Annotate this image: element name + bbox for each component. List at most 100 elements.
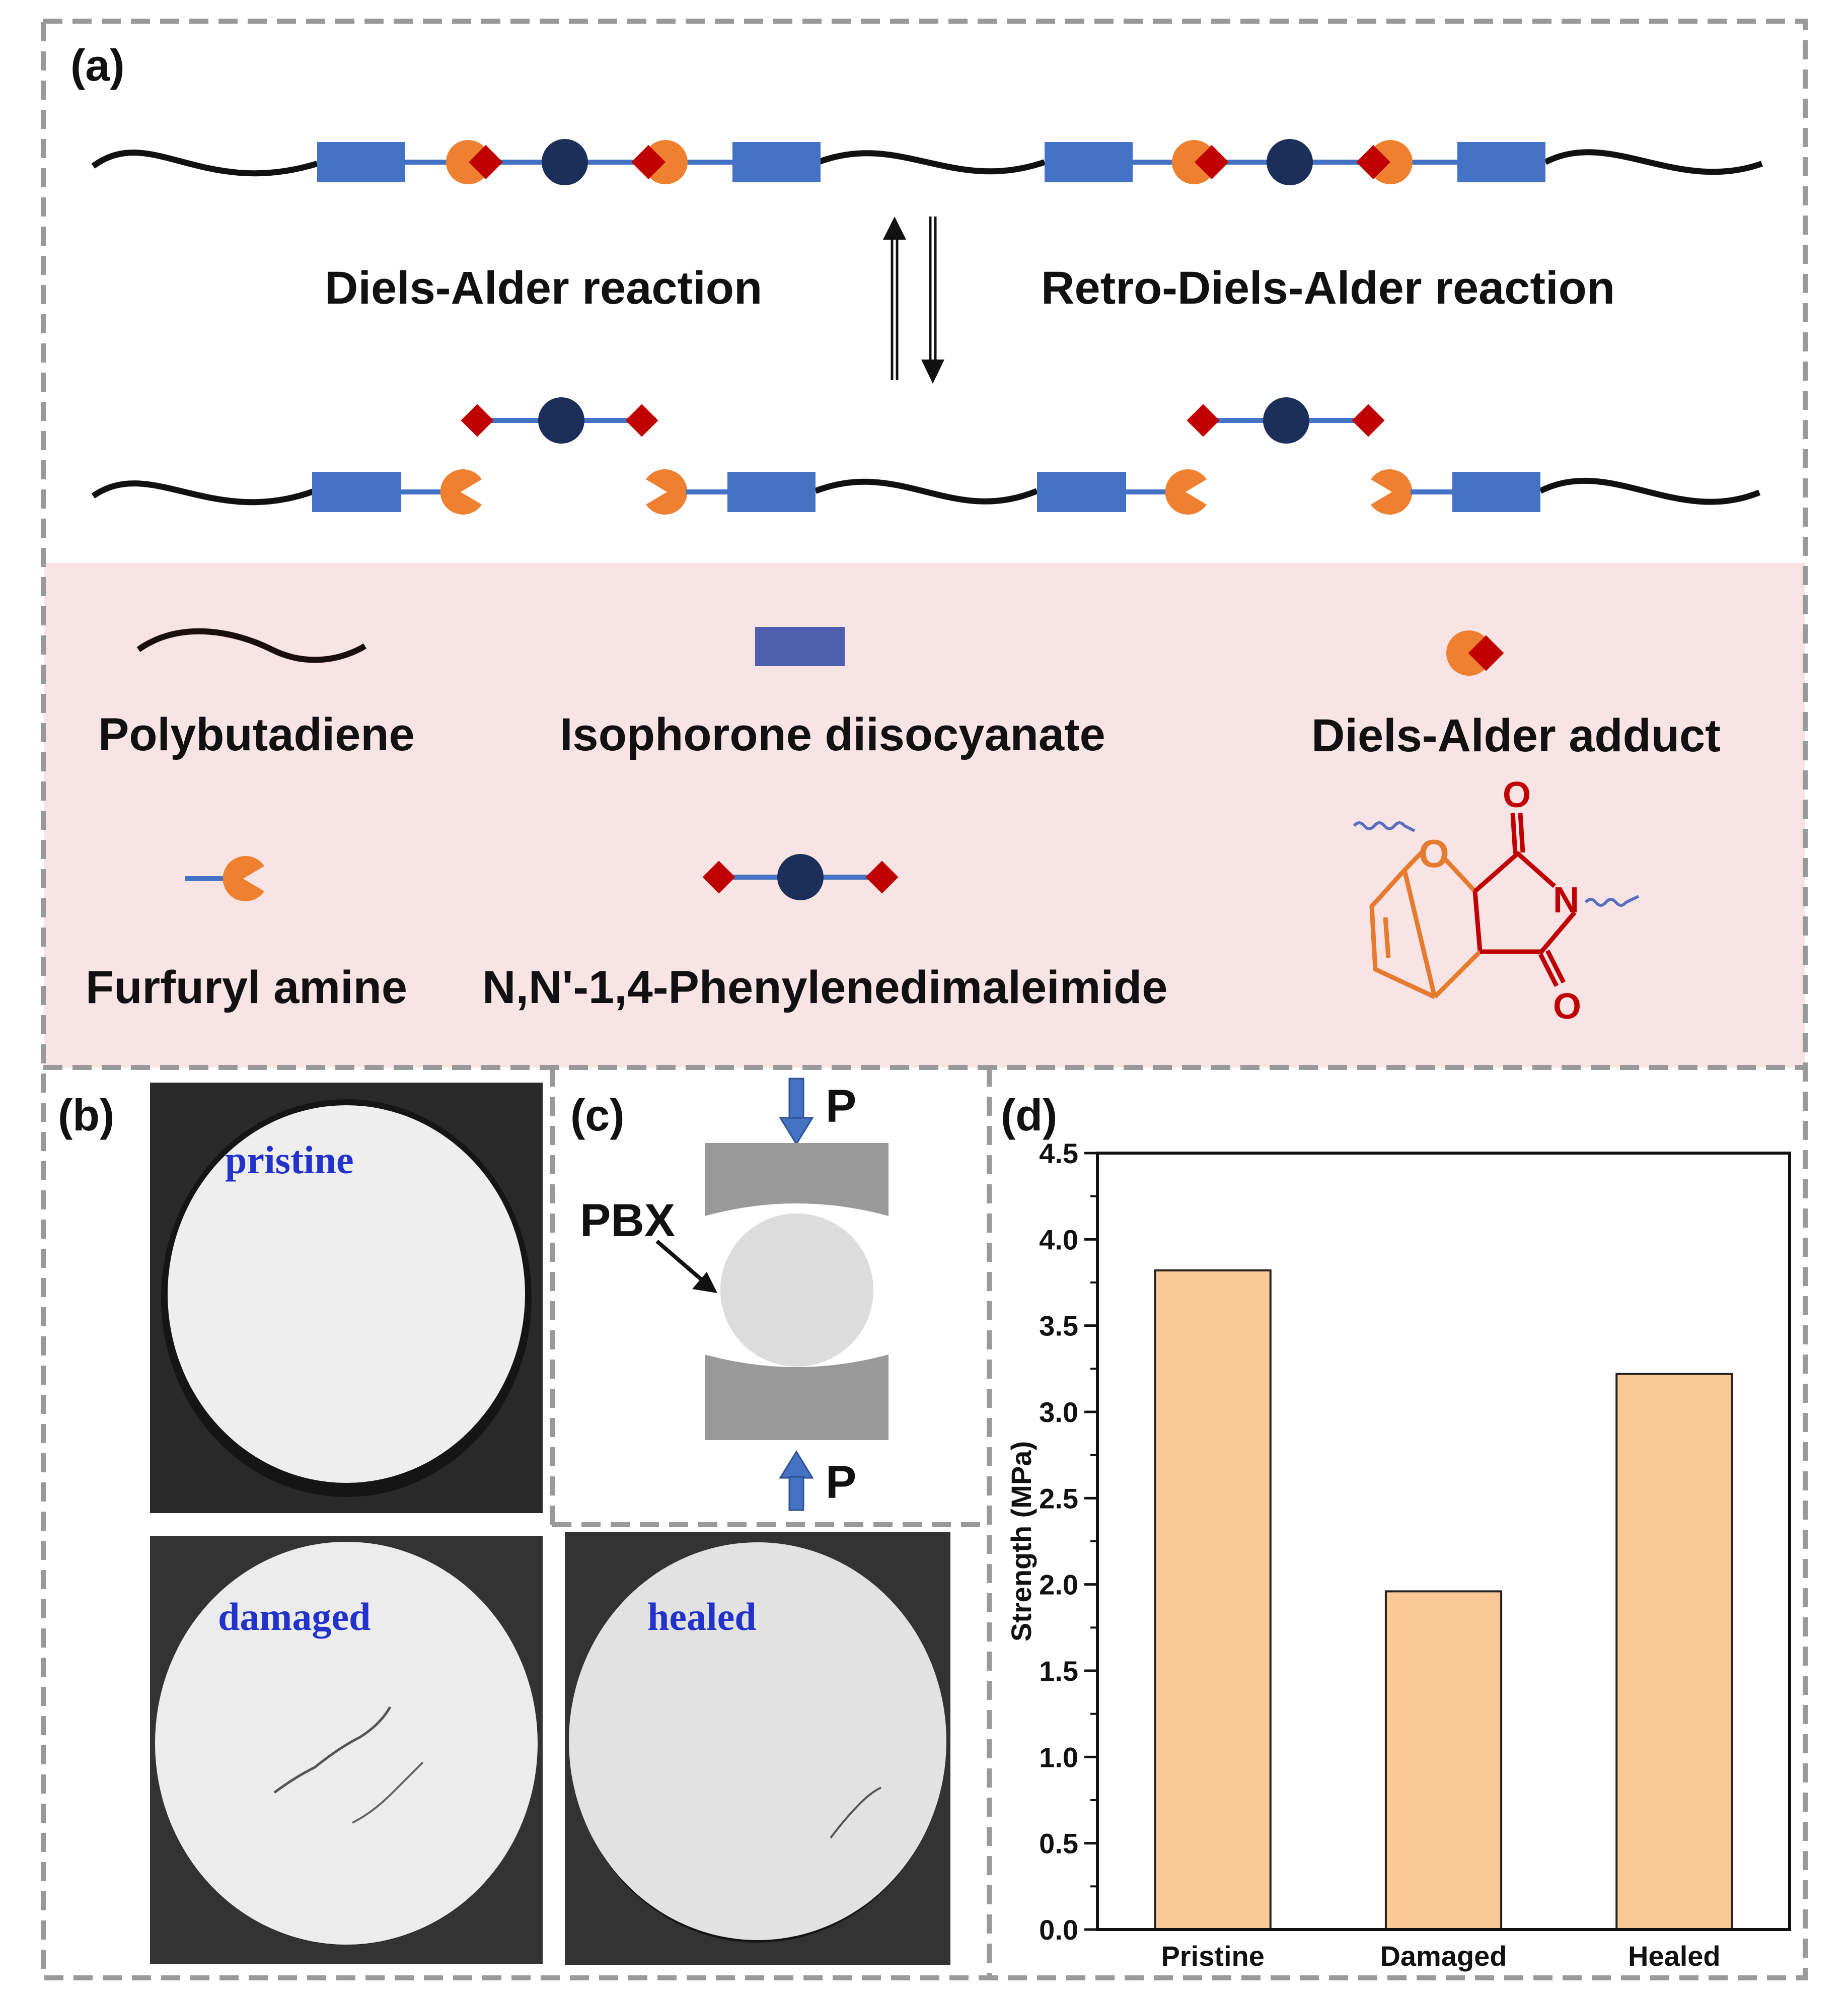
- y-tick-label: 1.0: [1039, 1741, 1078, 1773]
- oxygen-bridge-atom: O: [1419, 831, 1449, 876]
- nitrogen-atom: N: [1553, 880, 1579, 920]
- furfuryl-amine-icon: [185, 856, 264, 901]
- y-tick-label: 0.5: [1039, 1828, 1078, 1860]
- da-adduct-label: Diels-Alder adduct: [1311, 710, 1721, 761]
- force-arrow-bottom-icon: [779, 1450, 814, 1511]
- chain-segment: [814, 478, 1039, 505]
- imide-ring: [1473, 851, 1577, 954]
- ipdi-block: [727, 472, 816, 512]
- bar-healed: [1615, 1373, 1733, 1931]
- maleimide-unit: [469, 145, 503, 179]
- x-tick-label: Healed: [1628, 1940, 1721, 1972]
- furan-unit: [446, 140, 490, 184]
- phenylene-core: [542, 139, 588, 185]
- polybutadiene-label: Polybutadiene: [98, 709, 415, 760]
- arrowhead-down-icon: [921, 360, 944, 384]
- x-tick-label: Damaged: [1380, 1940, 1507, 1972]
- panel-c-label: (c): [570, 1090, 625, 1140]
- furfuryl-amine-label: Furfuryl amine: [86, 962, 407, 1013]
- crosslinked-chain: [91, 139, 1763, 185]
- chain-segment: [1544, 149, 1763, 175]
- carbonyl-oxygen-bottom: O: [1553, 986, 1581, 1027]
- pbx-sample: [720, 1214, 873, 1367]
- panel-b-label: (b): [58, 1090, 114, 1140]
- furan-unit: [1165, 469, 1207, 515]
- ct-image-healed: [565, 1532, 950, 1965]
- furan-unit: [646, 469, 688, 515]
- chain-segment: [91, 480, 316, 506]
- panel-d-label: (d): [1001, 1090, 1057, 1140]
- crack-icon: [830, 1787, 881, 1839]
- y-tick-label: 1.5: [1039, 1655, 1078, 1687]
- bottom-force-label: P: [826, 1457, 856, 1508]
- ipdi-block: [1457, 142, 1545, 182]
- ct-image-damaged: [150, 1536, 543, 1964]
- damaged-caption: damaged: [218, 1595, 371, 1638]
- arrowhead-up-icon: [883, 217, 906, 240]
- y-axis-label: Strength (MPa): [1005, 1441, 1037, 1642]
- phenylene-core: [1267, 139, 1313, 185]
- y-tick-label: 2.0: [1039, 1569, 1078, 1601]
- polybutadiene-icon: [136, 628, 367, 663]
- y-tick-label: 0.0: [1039, 1914, 1078, 1946]
- furan-unit: [643, 140, 688, 184]
- maleimide-unit: [1187, 404, 1220, 437]
- maleimide-unit: [461, 404, 494, 437]
- ipdi-block: [317, 142, 405, 182]
- strength-bar-chart: Pristine Damaged Healed 0.0 0.5 1.0 1.5 2.0 2.5 3…: [1005, 1137, 1791, 1972]
- panel-a-label: (a): [70, 40, 125, 90]
- phenylene-core: [538, 397, 584, 444]
- maleimide-unit: [1352, 404, 1385, 437]
- chain-segment: [1539, 477, 1761, 505]
- ipdi-block: [1037, 472, 1126, 512]
- squiggle-bond-icon: [1353, 821, 1416, 832]
- bismaleimide-icon: [702, 854, 899, 900]
- healed-caption: healed: [647, 1595, 757, 1638]
- y-tick-label: 4.0: [1039, 1224, 1078, 1255]
- ipdi-label: Isophorone diisocyanate: [560, 709, 1105, 760]
- crack-icon: [273, 1706, 392, 1794]
- equilibrium-arrows: [883, 217, 944, 384]
- pristine-caption: pristine: [225, 1138, 354, 1182]
- outer-border: [41, 19, 1808, 1980]
- squiggle-bond-icon: [1584, 895, 1640, 907]
- phenylene-core: [1263, 397, 1309, 444]
- y-tick-label: 4.5: [1039, 1137, 1078, 1169]
- da-adduct-structure: [1353, 813, 1640, 1000]
- chain-segment: [817, 150, 1046, 175]
- diels-alder-reaction-label: Diels-Alder reaction: [325, 262, 762, 314]
- bismaleimide-label: N,N'-1,4-Phenylenedimaleimide: [482, 962, 1167, 1013]
- bottom-platen: [705, 1354, 889, 1440]
- ipdi-block: [312, 472, 401, 512]
- furan-unit: [440, 469, 482, 515]
- bicyclic-ring: [1369, 868, 1436, 1000]
- furan-unit: [1172, 140, 1216, 184]
- top-platen: [705, 1143, 889, 1216]
- pbx-pointer-arrow-icon: [655, 1239, 717, 1293]
- ct-image-pristine: [150, 1083, 543, 1513]
- x-tick-label: Pristine: [1161, 1940, 1264, 1972]
- furan-unit: [1371, 469, 1413, 515]
- ipdi-block: [1452, 472, 1540, 512]
- free-bismaleimide: [461, 397, 658, 444]
- force-arrow-top-icon: [779, 1078, 814, 1146]
- chain-segment: [91, 150, 318, 177]
- free-bismaleimide: [1187, 397, 1385, 444]
- da-adduct-icon: [1446, 630, 1504, 676]
- top-force-label: P: [826, 1081, 856, 1132]
- maleimide-unit: [631, 145, 666, 179]
- maleimide-unit: [1195, 145, 1229, 179]
- ipdi-icon: [755, 627, 845, 666]
- ipdi-block: [732, 142, 821, 182]
- maleimide-unit: [1356, 145, 1390, 179]
- separated-chain: [91, 469, 1761, 515]
- retro-diels-alder-reaction-label: Retro-Diels-Alder reaction: [1041, 262, 1615, 314]
- crack-icon: [352, 1761, 424, 1824]
- y-tick-label: 2.5: [1039, 1482, 1078, 1514]
- y-tick-label: 3.0: [1039, 1396, 1078, 1428]
- bar-pristine: [1154, 1269, 1272, 1931]
- maleimide-unit: [625, 404, 658, 437]
- y-tick-label: 3.5: [1039, 1310, 1078, 1342]
- pbx-label: PBX: [580, 1195, 675, 1246]
